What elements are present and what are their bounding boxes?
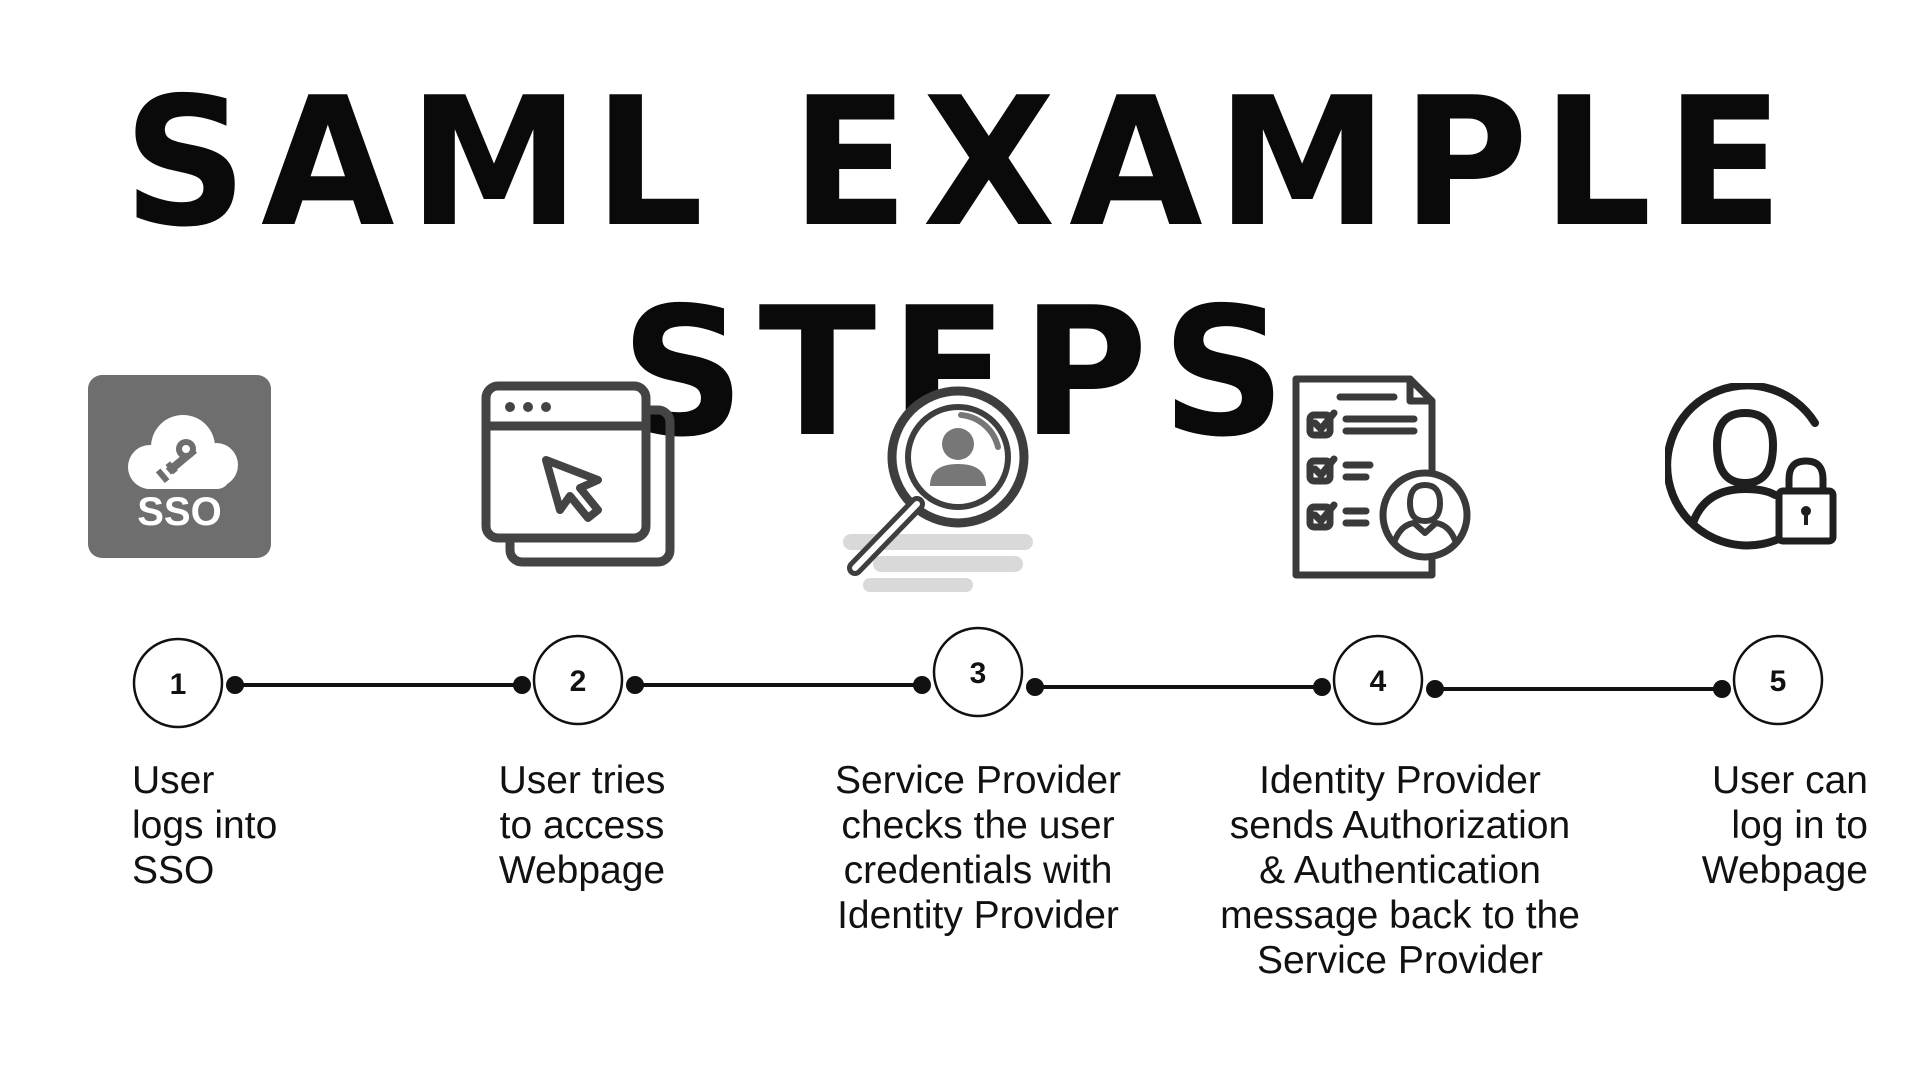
step-circle-5 (1732, 634, 1824, 726)
page-title: SAML EXAMPLE STEPS (123, 59, 1797, 476)
step-description-4: Identity Provider sends Authorization & … (1220, 759, 1580, 982)
sso-label: SSO (137, 490, 221, 534)
browser-cursor-icon (481, 381, 675, 567)
user-lock-icon (1665, 383, 1837, 550)
connector-dot (1026, 678, 1044, 696)
step-circle-1 (132, 637, 224, 729)
step-circle-4 (1332, 634, 1424, 726)
step-description-5: User can log in to Webpage (1701, 759, 1868, 892)
step-description-2: User tries to access Webpage (498, 759, 666, 892)
sso-cloud-key-icon: SSO (88, 375, 271, 558)
connector-dot (913, 676, 931, 694)
step-description-1: User logs into SSO (132, 759, 278, 892)
connector-dot (1426, 680, 1444, 698)
step-number-3: 3 (970, 657, 987, 690)
connector-dot (513, 676, 531, 694)
step-number-4: 4 (1370, 665, 1387, 698)
connector-dot (626, 676, 644, 694)
step-description-3: Service Provider checks the user credent… (834, 759, 1122, 937)
magnifier-user-icon (843, 386, 1033, 592)
connector-dot (226, 676, 244, 694)
step-circle-3 (932, 626, 1024, 718)
connector-dot (1713, 680, 1731, 698)
step-circle-2 (532, 634, 624, 726)
step-number-5: 5 (1770, 665, 1787, 698)
step-number-1: 1 (170, 668, 187, 701)
checklist-user-icon (1292, 375, 1471, 579)
step-number-2: 2 (570, 665, 587, 698)
connector-dot (1313, 678, 1331, 696)
